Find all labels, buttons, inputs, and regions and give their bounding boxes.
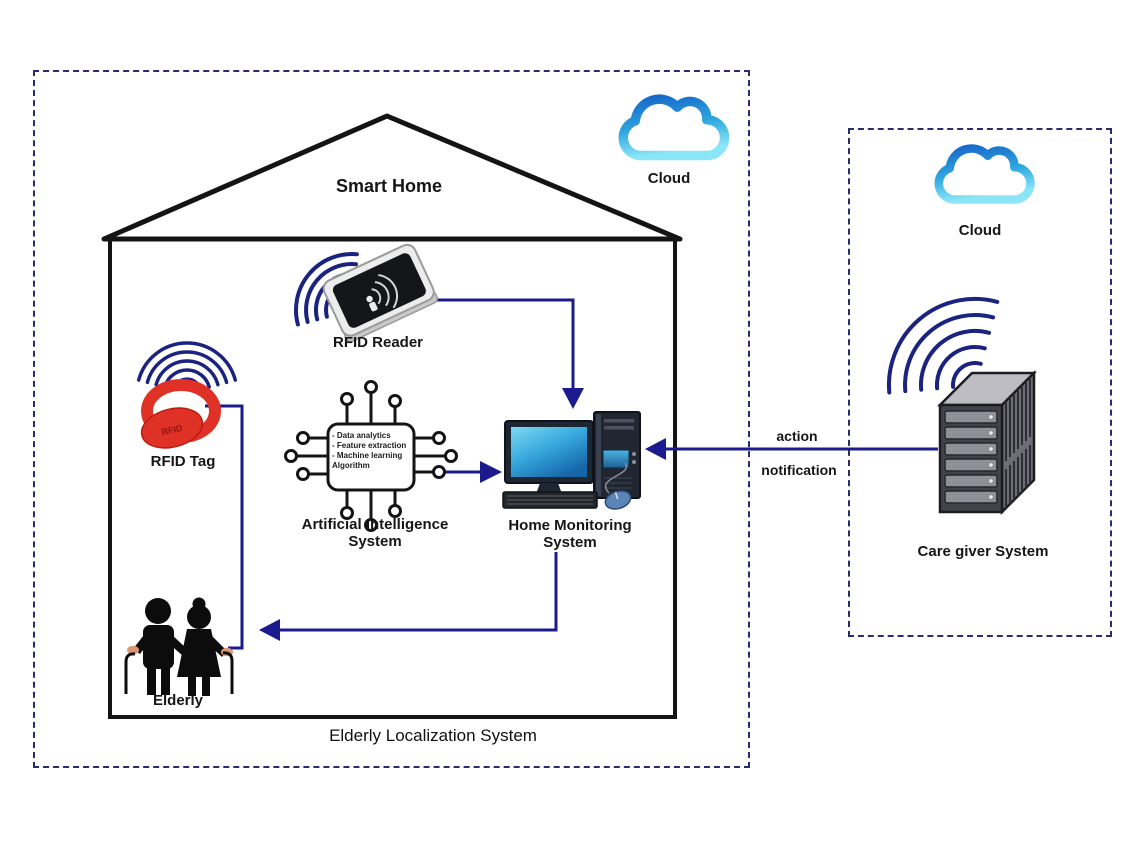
ai-system-label-line2: System	[348, 533, 402, 550]
arrowhead-left2-icon	[259, 619, 280, 641]
ai-system-label: Artificial Intelligence System	[302, 516, 449, 550]
caregiver-boundary	[848, 128, 1112, 637]
ai-chip-line: - Feature extraction	[332, 441, 407, 450]
ai-chip-text: - Data analytics - Feature extraction - …	[332, 431, 412, 471]
connections	[205, 298, 938, 650]
notification-label: notification	[761, 462, 837, 478]
rfid-tag-text: RFID	[161, 423, 184, 437]
link-tag-to-elderly	[205, 404, 244, 650]
caregiver-waves-icon	[886, 296, 1000, 395]
cloud-left-label: Cloud	[647, 170, 691, 187]
link-reader-to-monitor	[420, 298, 575, 390]
cloud-right-icon	[939, 149, 1031, 200]
caregiver-server-icon	[936, 369, 1038, 516]
link-monitor-to-elderly	[280, 552, 558, 632]
rfid-reader-icon	[322, 243, 438, 343]
rfid-reader-label: RFID Reader	[332, 334, 424, 351]
action-label: action	[776, 428, 818, 444]
elderly-localization-boundary	[33, 70, 750, 768]
home-monitoring-label: Home Monitoring System	[508, 517, 631, 551]
cloud-right-label: Cloud	[958, 222, 1002, 239]
ai-chip-icon	[284, 380, 458, 532]
rfid-tag-label: RFID Tag	[150, 453, 216, 470]
elderly-localization-label: Elderly Localization System	[329, 726, 537, 745]
ai-chip-line: - Machine learning	[332, 451, 403, 460]
home-monitoring-icon	[502, 411, 641, 510]
ai-system-label-line1: Artificial Intelligence	[301, 516, 449, 533]
rfid-tag-icon: RFID	[140, 379, 221, 449]
arrowhead-left-icon	[645, 438, 666, 460]
home-monitoring-label-line1: Home Monitoring	[508, 517, 632, 534]
arrowhead-down-icon	[562, 388, 584, 409]
mouse-icon	[604, 490, 632, 510]
ai-chip-line: Algorithm	[332, 461, 370, 470]
caregiver-system-label: Care giver System	[917, 543, 1049, 560]
smart-home-title: Smart Home	[335, 176, 443, 196]
elderly-icon	[124, 597, 234, 696]
arrowhead-right-icon	[480, 461, 502, 483]
cloud-left-icon	[623, 99, 724, 155]
elderly-label: Elderly	[152, 692, 204, 709]
arrowheads	[259, 388, 666, 641]
ai-chip-line: - Data analytics	[332, 431, 391, 440]
home-monitoring-label-line2: System	[543, 534, 597, 551]
